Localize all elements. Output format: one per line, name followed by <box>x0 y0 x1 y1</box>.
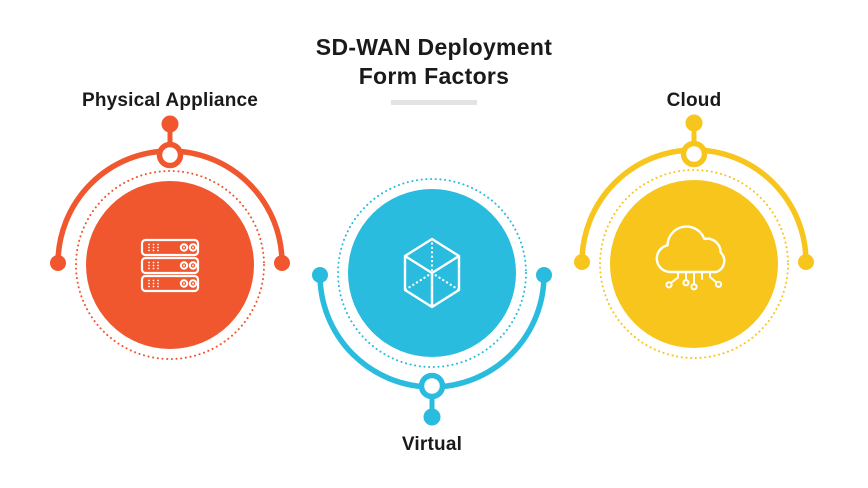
page-title-line1: SD-WAN Deployment <box>315 34 553 60</box>
arc-end-dot-left <box>312 267 328 283</box>
server-drive-lights <box>179 243 198 288</box>
virtual-decoration <box>312 178 552 426</box>
arc-end-dot-right <box>536 267 552 283</box>
physical-appliance-decoration <box>50 115 290 360</box>
page-title-line2: Form Factors <box>358 63 510 89</box>
virtual-label: Virtual <box>401 434 463 455</box>
connector-ring <box>680 140 708 168</box>
dotted-ring <box>599 169 789 359</box>
connector-ring <box>418 372 446 400</box>
cloud-node <box>574 111 814 451</box>
arc-end-dot-left <box>50 255 66 271</box>
node-circle <box>86 181 254 349</box>
arc-end-dot-right <box>274 255 290 271</box>
cube-hidden-edges <box>403 237 461 292</box>
virtual-node <box>312 153 552 453</box>
circuit-traces <box>665 272 723 291</box>
arc-end-dot-right <box>798 254 814 270</box>
title-underline <box>391 100 477 105</box>
cloud-label: Cloud <box>666 90 722 111</box>
bottom-connector <box>418 372 446 426</box>
connector-dot <box>161 115 179 133</box>
cloud-decoration <box>574 114 814 359</box>
cloud-outline <box>655 225 726 274</box>
dotted-ring <box>75 170 265 360</box>
physical-appliance-label: Physical Appliance <box>81 90 259 111</box>
arc-end-dot-left <box>574 254 590 270</box>
page-title: SD-WAN Deployment Form Factors <box>0 33 868 91</box>
cloud-circuit-icon <box>655 225 726 291</box>
server-vent-dots <box>148 243 159 288</box>
connector-dot <box>685 114 703 132</box>
cube-front-edges <box>404 254 460 307</box>
node-circle <box>610 180 778 348</box>
dotted-ring <box>337 178 527 368</box>
connector-ring <box>156 141 184 169</box>
cube-icon <box>403 237 461 309</box>
server-icon <box>140 238 200 293</box>
connector-dot <box>423 408 441 426</box>
physical-appliance-node <box>50 112 290 452</box>
